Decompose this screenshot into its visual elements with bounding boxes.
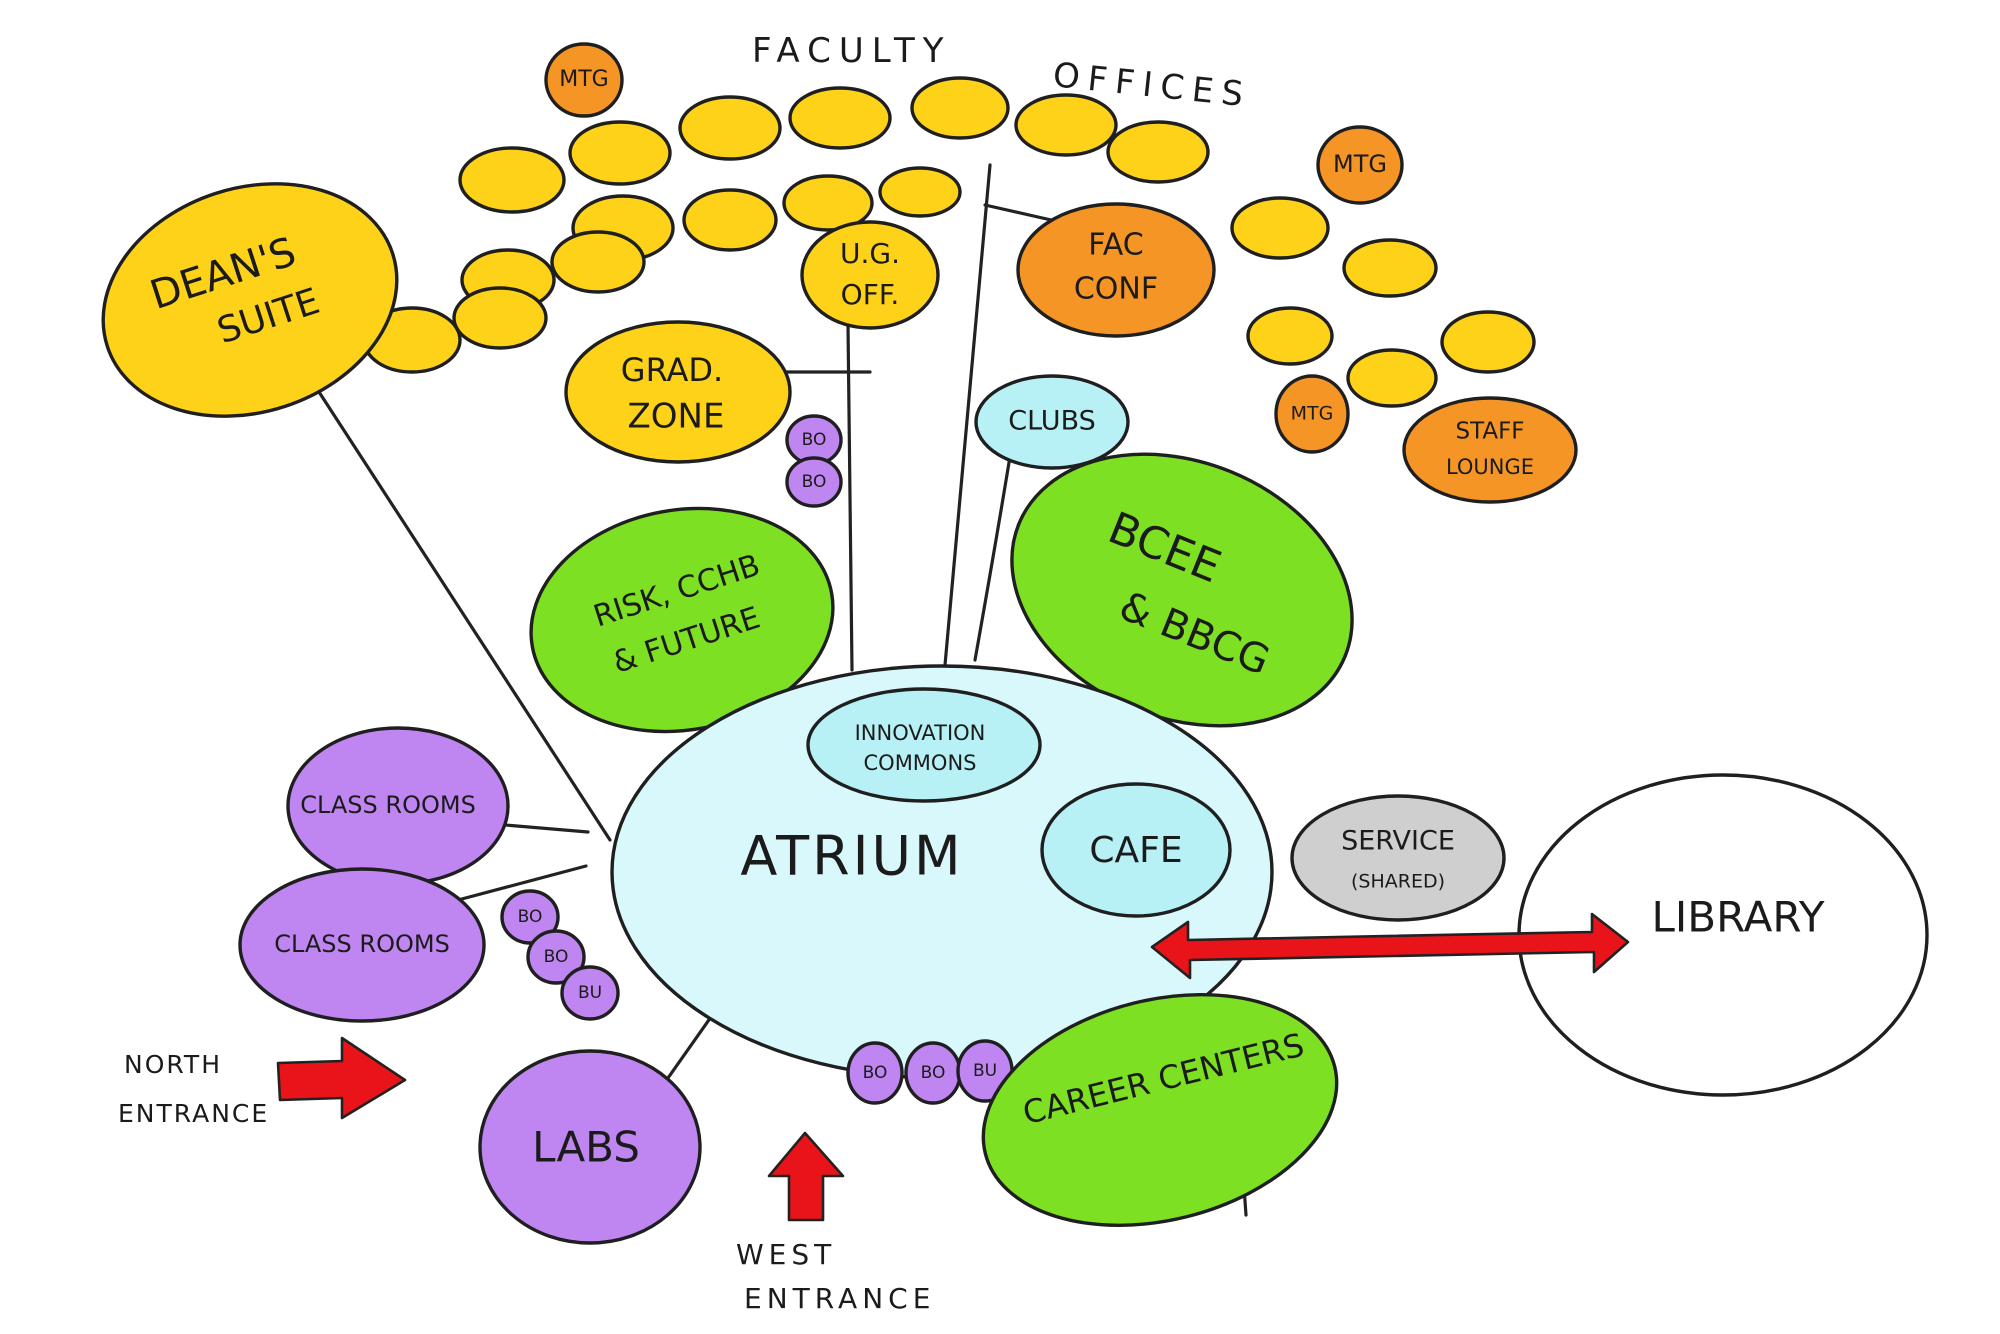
meeting-room-top-right-label: MTG	[1333, 150, 1387, 178]
staff-lounge-label-line1: STAFF	[1455, 419, 1524, 445]
faculty-office	[682, 188, 778, 252]
faculty-office-bubbles	[362, 76, 1536, 408]
classroom-breakout-pod	[560, 965, 620, 1021]
faculty-office	[788, 86, 892, 150]
south-breakout-pod-label: BU	[973, 1061, 997, 1081]
innovation-label-line2: COMMONS	[864, 751, 977, 775]
south-breakout-pod	[846, 1041, 904, 1105]
cafe-label: CAFE	[1089, 830, 1182, 871]
innovation-commons	[806, 687, 1042, 803]
north-entrance-label-line2: ENTRANCE	[118, 1099, 269, 1128]
deans-suite	[101, 182, 399, 418]
connector-fac-conf	[983, 203, 1062, 224]
faculty-conference	[1016, 202, 1216, 338]
innovation-label-line1: INNOVATION	[855, 721, 986, 745]
meeting-room-top-right	[1316, 125, 1404, 205]
classroom-breakout-pod-label: BU	[578, 983, 602, 1003]
grad-zone	[564, 320, 792, 464]
faculty-label-word1: FACULTY	[752, 31, 952, 71]
grad-zone-label-line1: GRAD.	[621, 351, 723, 389]
faculty-office	[1230, 196, 1330, 260]
labs	[478, 1049, 702, 1245]
career-centers	[981, 993, 1339, 1227]
clubs-label: CLUBS	[1008, 406, 1096, 437]
faculty-office	[878, 166, 962, 218]
service-label-line2: (SHARED)	[1351, 871, 1445, 893]
faculty-office	[1346, 348, 1438, 408]
faculty-office	[1014, 93, 1118, 157]
service-label-line1: SERVICE	[1341, 826, 1455, 857]
grad-zone-label-line2: ZONE	[628, 397, 725, 437]
west-entrance[interactable]: WEST ENTRANCE	[736, 1131, 935, 1315]
meeting-room-top-left-label: MTG	[559, 67, 608, 92]
staff-lounge	[1402, 396, 1578, 504]
double-arrow-icon[interactable]	[1150, 912, 1630, 980]
faculty-office	[782, 174, 874, 232]
classroom-breakout-pod-label: BO	[544, 947, 569, 967]
classroom-breakout-pod-label: BO	[518, 907, 543, 927]
undergrad-office-label-line2: OFF.	[841, 278, 900, 311]
faculty-office	[452, 286, 548, 350]
library-connector-arrow[interactable]	[1150, 912, 1630, 980]
meeting-room-top-left	[544, 42, 624, 118]
classrooms-upper-label: CLASS ROOMS	[300, 791, 476, 819]
connector-classrooms-lower	[456, 864, 588, 902]
staff-lounge-label-line2: LOUNGE	[1446, 455, 1534, 479]
undergrad-office-label-line1: U.G.	[840, 237, 900, 270]
labs-label: LABS	[532, 1123, 640, 1172]
classroom-breakout-pod	[500, 889, 560, 945]
connector-ug-atrium	[846, 323, 854, 672]
clubs	[974, 374, 1130, 470]
faculty-office	[678, 95, 782, 161]
faculty-office	[458, 146, 566, 214]
atrium-label: ATRIUM	[740, 825, 963, 888]
connector-deans-atrium	[293, 353, 612, 842]
cafe	[1040, 782, 1232, 918]
faculty-office	[1440, 310, 1536, 374]
faculty-office	[568, 120, 672, 186]
west-entrance-label-line2: ENTRANCE	[744, 1282, 935, 1315]
faculty-office	[1246, 306, 1334, 366]
west-entrance-label-line1: WEST	[736, 1238, 836, 1271]
classrooms-lower-label: CLASS ROOMS	[274, 930, 450, 958]
meeting-room-small-label: MTG	[1291, 403, 1334, 425]
connector-faculty-atrium	[943, 163, 992, 667]
entrance-arrow-icon[interactable]	[767, 1131, 845, 1222]
classrooms-lower	[238, 867, 486, 1023]
faculty-office	[1106, 120, 1210, 184]
north-entrance-label-line1: NORTH	[124, 1050, 222, 1079]
risk-cchb-future	[529, 506, 835, 734]
south-breakout-pod-label: BO	[921, 1063, 946, 1083]
service-shared	[1290, 794, 1506, 922]
south-breakout-pod-label: BO	[863, 1063, 888, 1083]
meeting-room-small	[1274, 374, 1350, 454]
faculty-office	[550, 230, 646, 294]
grad-breakout-pod-label: BO	[802, 430, 827, 450]
faculty-office	[910, 76, 1010, 140]
undergrad-office	[800, 220, 940, 330]
north-entrance[interactable]: NORTH ENTRANCE	[118, 1036, 407, 1128]
classroom-breakout-pod	[526, 929, 586, 985]
faculty-office	[1342, 238, 1438, 298]
entrance-arrow-icon[interactable]	[276, 1036, 407, 1120]
faculty-conference-label-line2: CONF	[1074, 272, 1158, 307]
grad-breakout-pod-label: BO	[802, 472, 827, 492]
grad-breakout-pod	[785, 456, 843, 508]
faculty-conference-label-line1: FAC	[1088, 228, 1143, 263]
library-label: LIBRARY	[1652, 893, 1825, 942]
